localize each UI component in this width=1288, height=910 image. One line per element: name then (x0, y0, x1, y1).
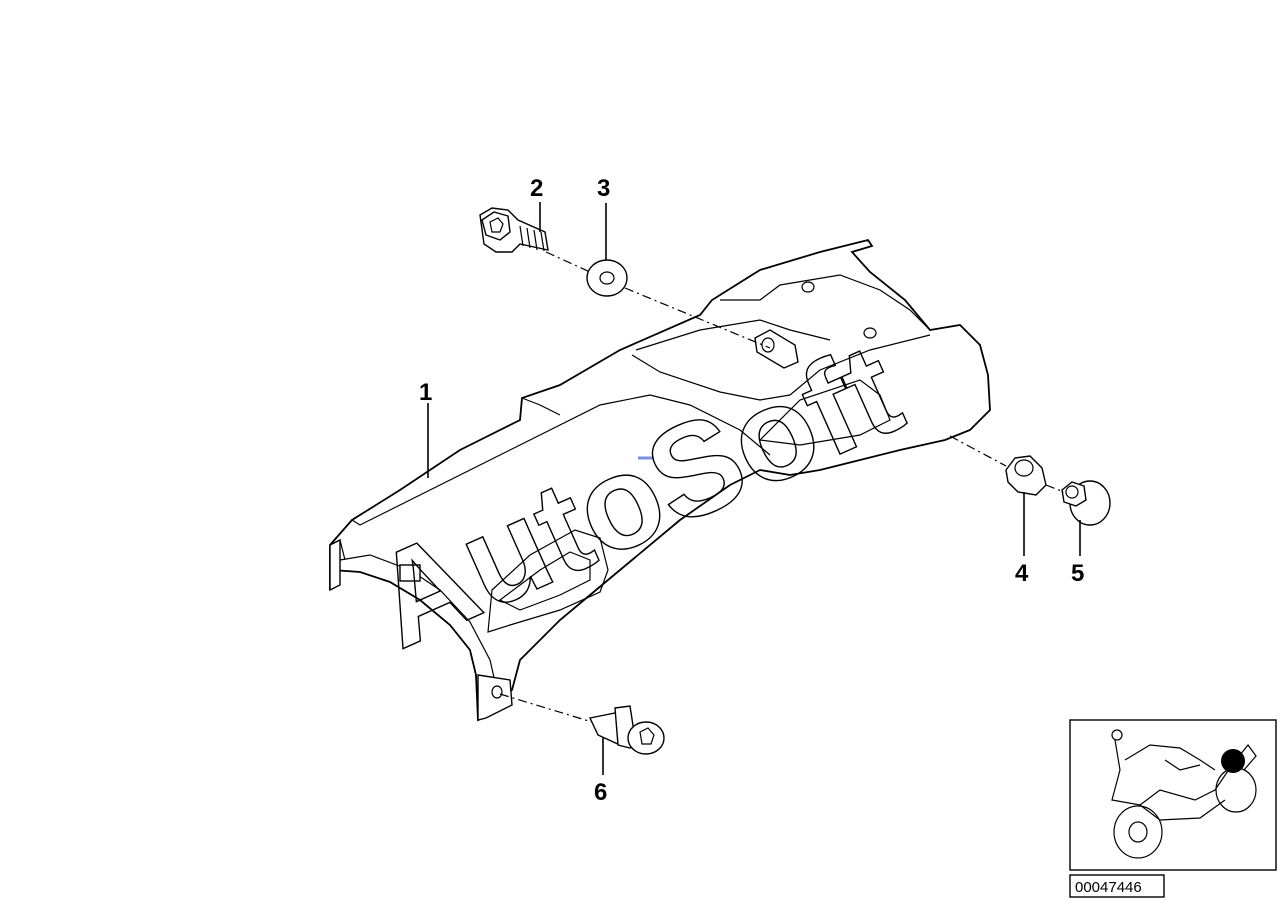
assembly-lines (499, 251, 1065, 723)
callout-4: 4 (1015, 560, 1029, 587)
callout-5: 5 (1071, 560, 1084, 587)
diagram-id-label: 00047446 (1069, 874, 1165, 898)
part-3-washer[interactable] (586, 259, 628, 297)
part-1-rear-cover[interactable] (329, 238, 991, 722)
motorcycle-icon (1111, 729, 1257, 859)
callout-6: 6 (594, 779, 607, 806)
leader-lines (427, 202, 1081, 775)
diagram-id-text: 00047446 (1075, 879, 1142, 896)
part-2-bolt[interactable] (479, 207, 549, 253)
part-4-grommet[interactable] (1005, 455, 1047, 496)
part-6-rivet[interactable] (588, 705, 665, 755)
callout-3: 3 (597, 175, 610, 202)
location-marker-dot (1221, 749, 1245, 773)
callout-1: 1 (419, 379, 432, 406)
part-5-bushing[interactable] (1061, 480, 1111, 526)
vehicle-locator-thumbnail (1069, 719, 1277, 871)
callout-2: 2 (530, 175, 543, 202)
